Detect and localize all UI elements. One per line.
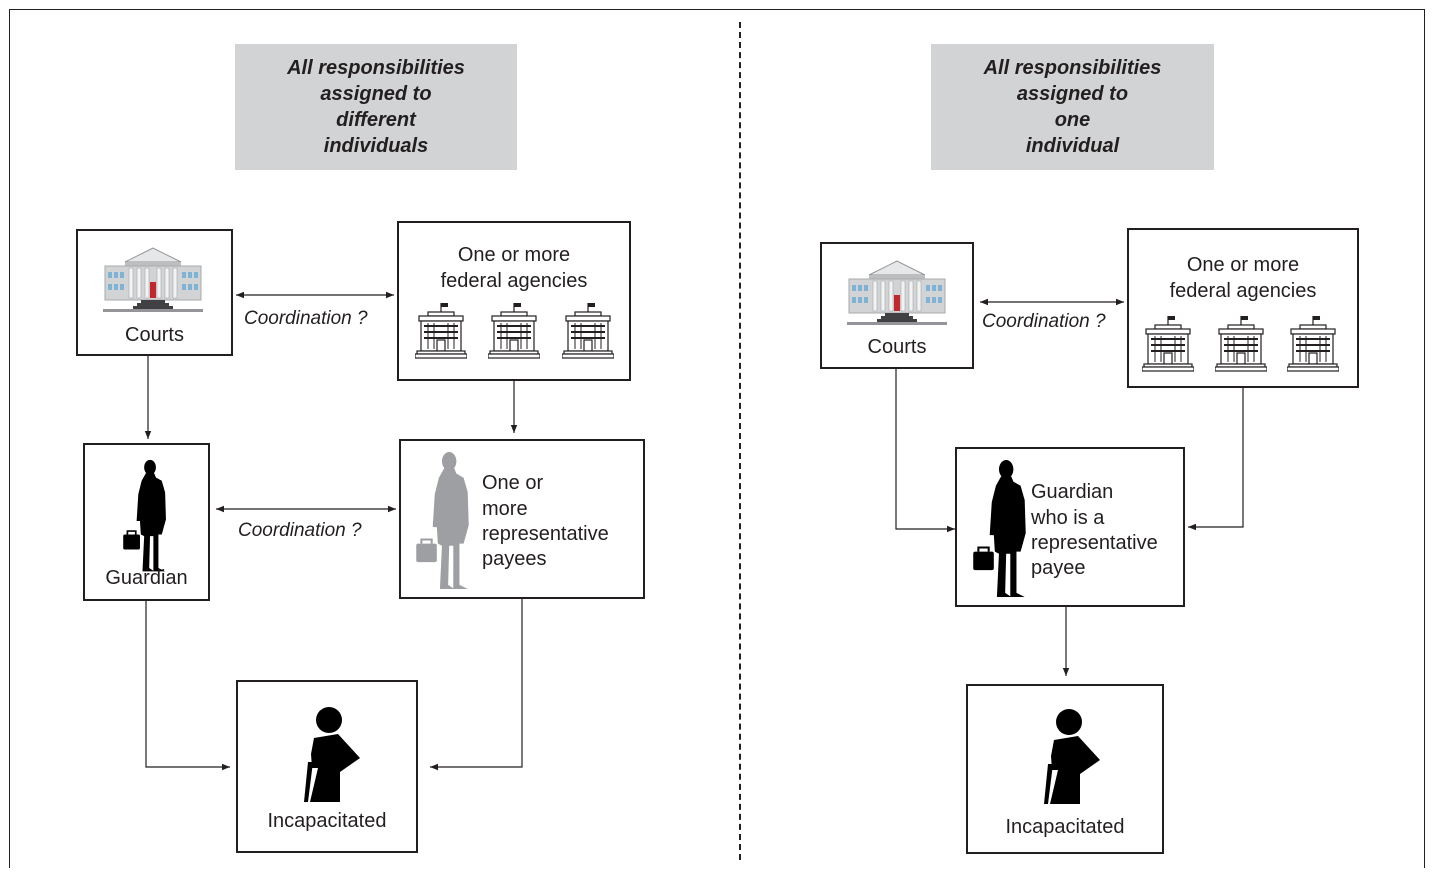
- payees-label-line: payees: [482, 548, 547, 570]
- left-banner-line: All responsibilities: [287, 57, 465, 79]
- federal-building-icon: [488, 302, 540, 360]
- guardian-label: Guardian: [105, 567, 188, 589]
- guardian-payee-label-line: who is a: [1031, 507, 1105, 529]
- coordination-label-bottom: Coordination ?: [238, 520, 362, 541]
- left-incapacitated-box: Incapacitated: [236, 680, 418, 853]
- businessman-silhouette-icon: [412, 451, 474, 591]
- incapacitated-label: Incapacitated: [1005, 816, 1125, 838]
- figure-frame: [9, 9, 1425, 868]
- right-agencies-box: One or more federal agencies: [1127, 228, 1359, 388]
- courthouse-icon: [103, 246, 203, 312]
- guardian-payee-box: Guardian who is a representative payee: [955, 447, 1185, 607]
- guardian-payee-label-line: payee: [1031, 557, 1086, 579]
- left-connectors: [144, 291, 523, 771]
- left-banner: All responsibilities assigned to differe…: [235, 44, 517, 170]
- panel-divider: [739, 22, 741, 860]
- guardian-payee-label-line: Guardian: [1031, 481, 1114, 503]
- right-banner-line: one: [1054, 109, 1091, 131]
- agencies-label-line: federal agencies: [1169, 280, 1317, 302]
- courthouse-icon: [847, 259, 947, 325]
- left-banner-line: different: [336, 109, 416, 131]
- payees-label-line: representative: [482, 523, 609, 545]
- left-agencies-box: One or more federal agencies: [397, 221, 631, 381]
- coordination-label: Coordination ?: [982, 311, 1106, 332]
- courts-label: Courts: [125, 324, 184, 346]
- right-banner-line: All responsibilities: [983, 57, 1162, 79]
- payees-box: One or more representative payees: [399, 439, 645, 599]
- left-courts-box: Courts: [76, 229, 233, 356]
- guardian-payee-label-line: representative: [1031, 532, 1158, 554]
- left-banner-line: assigned to: [320, 83, 432, 105]
- right-incapacitated-box: Incapacitated: [966, 684, 1164, 854]
- federal-building-icon: [562, 302, 614, 360]
- federal-building-icon: [1287, 315, 1339, 373]
- payees-label-line: One or: [482, 472, 544, 494]
- right-courts-box: Courts: [820, 242, 974, 369]
- agencies-label-line: federal agencies: [440, 270, 588, 292]
- elderly-person-with-cane-icon: [1034, 708, 1100, 806]
- elderly-person-with-cane-icon: [294, 706, 360, 804]
- incapacitated-label: Incapacitated: [267, 810, 387, 832]
- federal-building-icon: [1142, 315, 1194, 373]
- agencies-label-line: One or more: [457, 244, 571, 266]
- right-banner-line: assigned to: [1016, 83, 1129, 105]
- agencies-label-line: One or more: [1186, 254, 1300, 276]
- businessman-silhouette-icon: [115, 459, 175, 573]
- courts-label: Courts: [867, 336, 927, 358]
- guardian-box: Guardian: [83, 443, 210, 601]
- federal-building-icon: [1215, 315, 1267, 373]
- federal-building-icon: [415, 302, 467, 360]
- left-banner-line: individuals: [323, 135, 429, 157]
- businessman-silhouette-icon: [969, 459, 1031, 599]
- right-banner-line: individual: [1025, 135, 1120, 157]
- payees-label-line: more: [482, 498, 528, 520]
- right-banner: All responsibilities assigned to one ind…: [931, 44, 1214, 170]
- coordination-label-top: Coordination ?: [244, 308, 368, 329]
- right-connectors: [895, 298, 1244, 676]
